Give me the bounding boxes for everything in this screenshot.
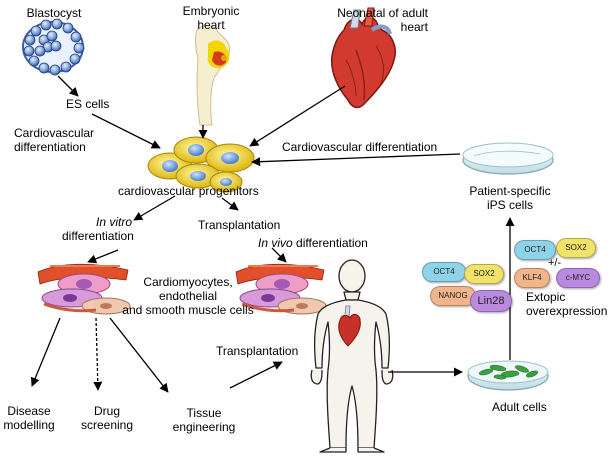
arrow-es-to-progenitors (91, 113, 161, 149)
factor-nanog-left: NANOG (430, 286, 476, 306)
label-transplantation-mid: Transplantation (216, 344, 299, 358)
label-tissue: Tissue engineering (172, 406, 236, 434)
label-cardio-diff-left: Cardiovascular differentiation (14, 126, 95, 154)
arrow-tissue-to-human (229, 361, 283, 389)
label-in-vitro: In vitro (96, 215, 133, 229)
label-in-vivo-diff: In vivo differentiation (258, 236, 368, 250)
label-es-cells: ES cells (66, 97, 110, 111)
arrow-progenitors-to-invitro (133, 195, 176, 221)
label-plus-minus: +/- (548, 257, 562, 269)
label-drug: Drug screening (80, 404, 134, 432)
label-adult-cells: Adult cells (492, 400, 547, 414)
label-disease: Disease modelling (3, 404, 55, 432)
label-in-vitro-diff: differentiation (62, 229, 134, 243)
arrow-invivo-to-cells (271, 247, 287, 263)
label-embryonic-heart: Embryonic heart (182, 4, 240, 32)
factor-sox2-right: SOX2 (556, 238, 596, 258)
label-blastocyst: Blastocyst (26, 6, 82, 20)
label-neonatal-heart: Neonatal of adult heart (337, 6, 428, 34)
differentiated-cells-right (235, 263, 327, 315)
arrow-blastocyst-to-es (57, 75, 79, 97)
label-extopic: Extopic overexpression (526, 290, 608, 318)
differentiated-cells-left (37, 263, 131, 315)
label-in-vivo: In vivo (258, 236, 293, 250)
ips-dish-image (462, 142, 554, 175)
label-cell-types: Cardiomyocytes, endothelial and smooth m… (122, 275, 254, 317)
arrow-to-tissue (109, 317, 169, 393)
transplanted-heart-icon (338, 305, 361, 347)
factor-oct4-right: OCT4 (514, 240, 556, 260)
label-patient-ips: Patient-specific iPS cells (469, 184, 551, 212)
arrow-ips-to-progenitors (251, 153, 461, 167)
arrow-progenitors-to-transplantation (221, 197, 239, 211)
arrow-to-disease (30, 317, 61, 387)
arrow-invitro-to-cells (87, 249, 119, 264)
blastocyst-image (22, 18, 85, 76)
progenitor-cells-image (147, 136, 255, 193)
factor-cmyc-right: c-MYC (556, 268, 600, 288)
human-figure-image (310, 259, 394, 453)
factor-klf4-right: KLF4 (514, 268, 550, 288)
label-progenitors: cardiovascular progenitors (118, 184, 259, 198)
factor-lin28-left: Lin28 (470, 290, 512, 312)
factor-sox2-left: SOX2 (464, 264, 504, 284)
label-in-vivo-rest: differentiation (292, 236, 368, 250)
adult-cells-dish-image (467, 360, 549, 391)
diagram-arrows (30, 75, 515, 393)
adult-heart-image (330, 7, 396, 109)
embryonic-heart-image (194, 25, 230, 126)
arrow-to-drug (93, 317, 103, 391)
arrow-adult-heart-to-progenitors (249, 85, 346, 147)
factor-oct4-left: OCT4 (422, 262, 466, 282)
label-cardio-diff-right: Cardiovascular differentiation (282, 140, 438, 154)
label-transplantation-top: Transplantation (198, 218, 281, 232)
